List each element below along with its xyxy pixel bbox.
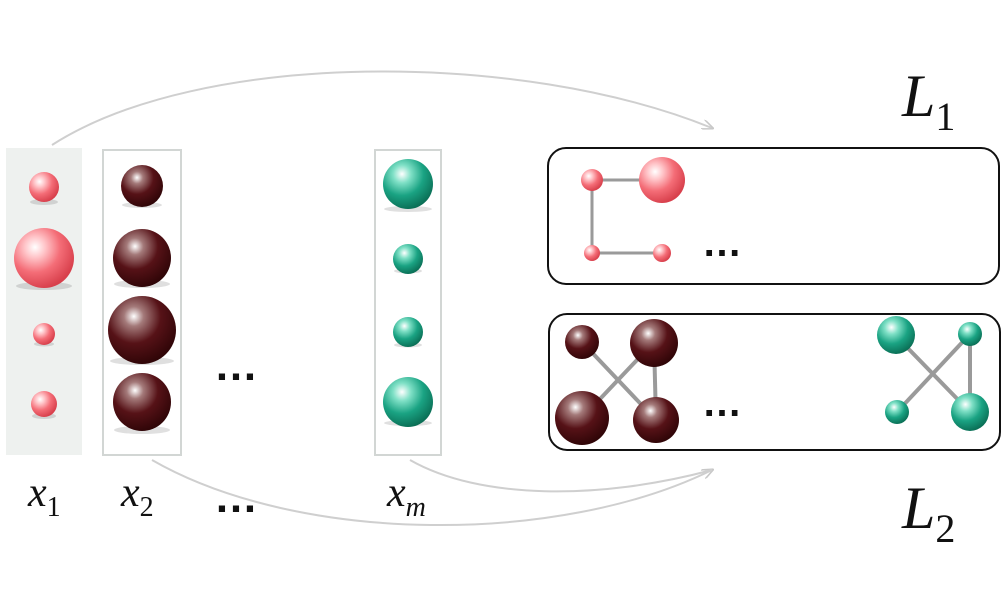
column-x2	[102, 149, 182, 456]
label-xm: xm	[386, 470, 426, 523]
node-teal	[877, 316, 915, 354]
ball-maroon	[113, 229, 171, 287]
ball-maroon	[121, 165, 163, 207]
label-L2: L2	[901, 475, 955, 551]
ball-pink	[29, 172, 59, 202]
node-maroon	[565, 325, 599, 359]
node-pink	[584, 245, 600, 261]
node-pink	[639, 157, 685, 203]
x1-balls	[14, 172, 74, 417]
node-teal	[958, 322, 982, 346]
label-x1: x1	[27, 470, 61, 523]
node-pink	[653, 244, 671, 262]
column-xm	[374, 149, 442, 456]
x2-balls	[108, 165, 176, 431]
arrow-x2-to-L2	[151, 459, 712, 527]
ball-pink	[31, 391, 57, 417]
layer-L1-ellipsis: …	[702, 221, 742, 265]
ball-teal	[383, 377, 433, 427]
node-teal	[951, 393, 989, 431]
ball-pink	[14, 228, 74, 288]
layer-L2-graph-teal	[877, 316, 989, 431]
layer-L2-ellipsis: …	[702, 381, 742, 425]
node-pink	[581, 169, 603, 191]
node-maroon	[633, 397, 679, 443]
ellipsis-between-columns: …	[214, 341, 258, 390]
ball-teal	[383, 159, 433, 209]
layer-L1-graph	[581, 157, 685, 262]
ball-teal	[393, 317, 423, 347]
arrow-x1-to-L1	[51, 70, 712, 146]
xm-balls	[383, 159, 433, 427]
node-maroon	[630, 319, 678, 367]
ellipsis-below-labels: …	[214, 473, 258, 522]
arrow-xm-to-L2	[409, 459, 713, 493]
ball-maroon	[113, 373, 171, 431]
ball-teal	[393, 244, 423, 274]
node-teal	[885, 400, 909, 424]
label-L1: L1	[901, 63, 955, 139]
ball-maroon	[108, 296, 176, 364]
layer-L2-graph-maroon	[555, 319, 679, 445]
layer-L1-box	[547, 147, 1000, 285]
node-maroon	[555, 391, 609, 445]
ball-pink	[33, 323, 55, 345]
label-x2: x2	[120, 470, 154, 523]
